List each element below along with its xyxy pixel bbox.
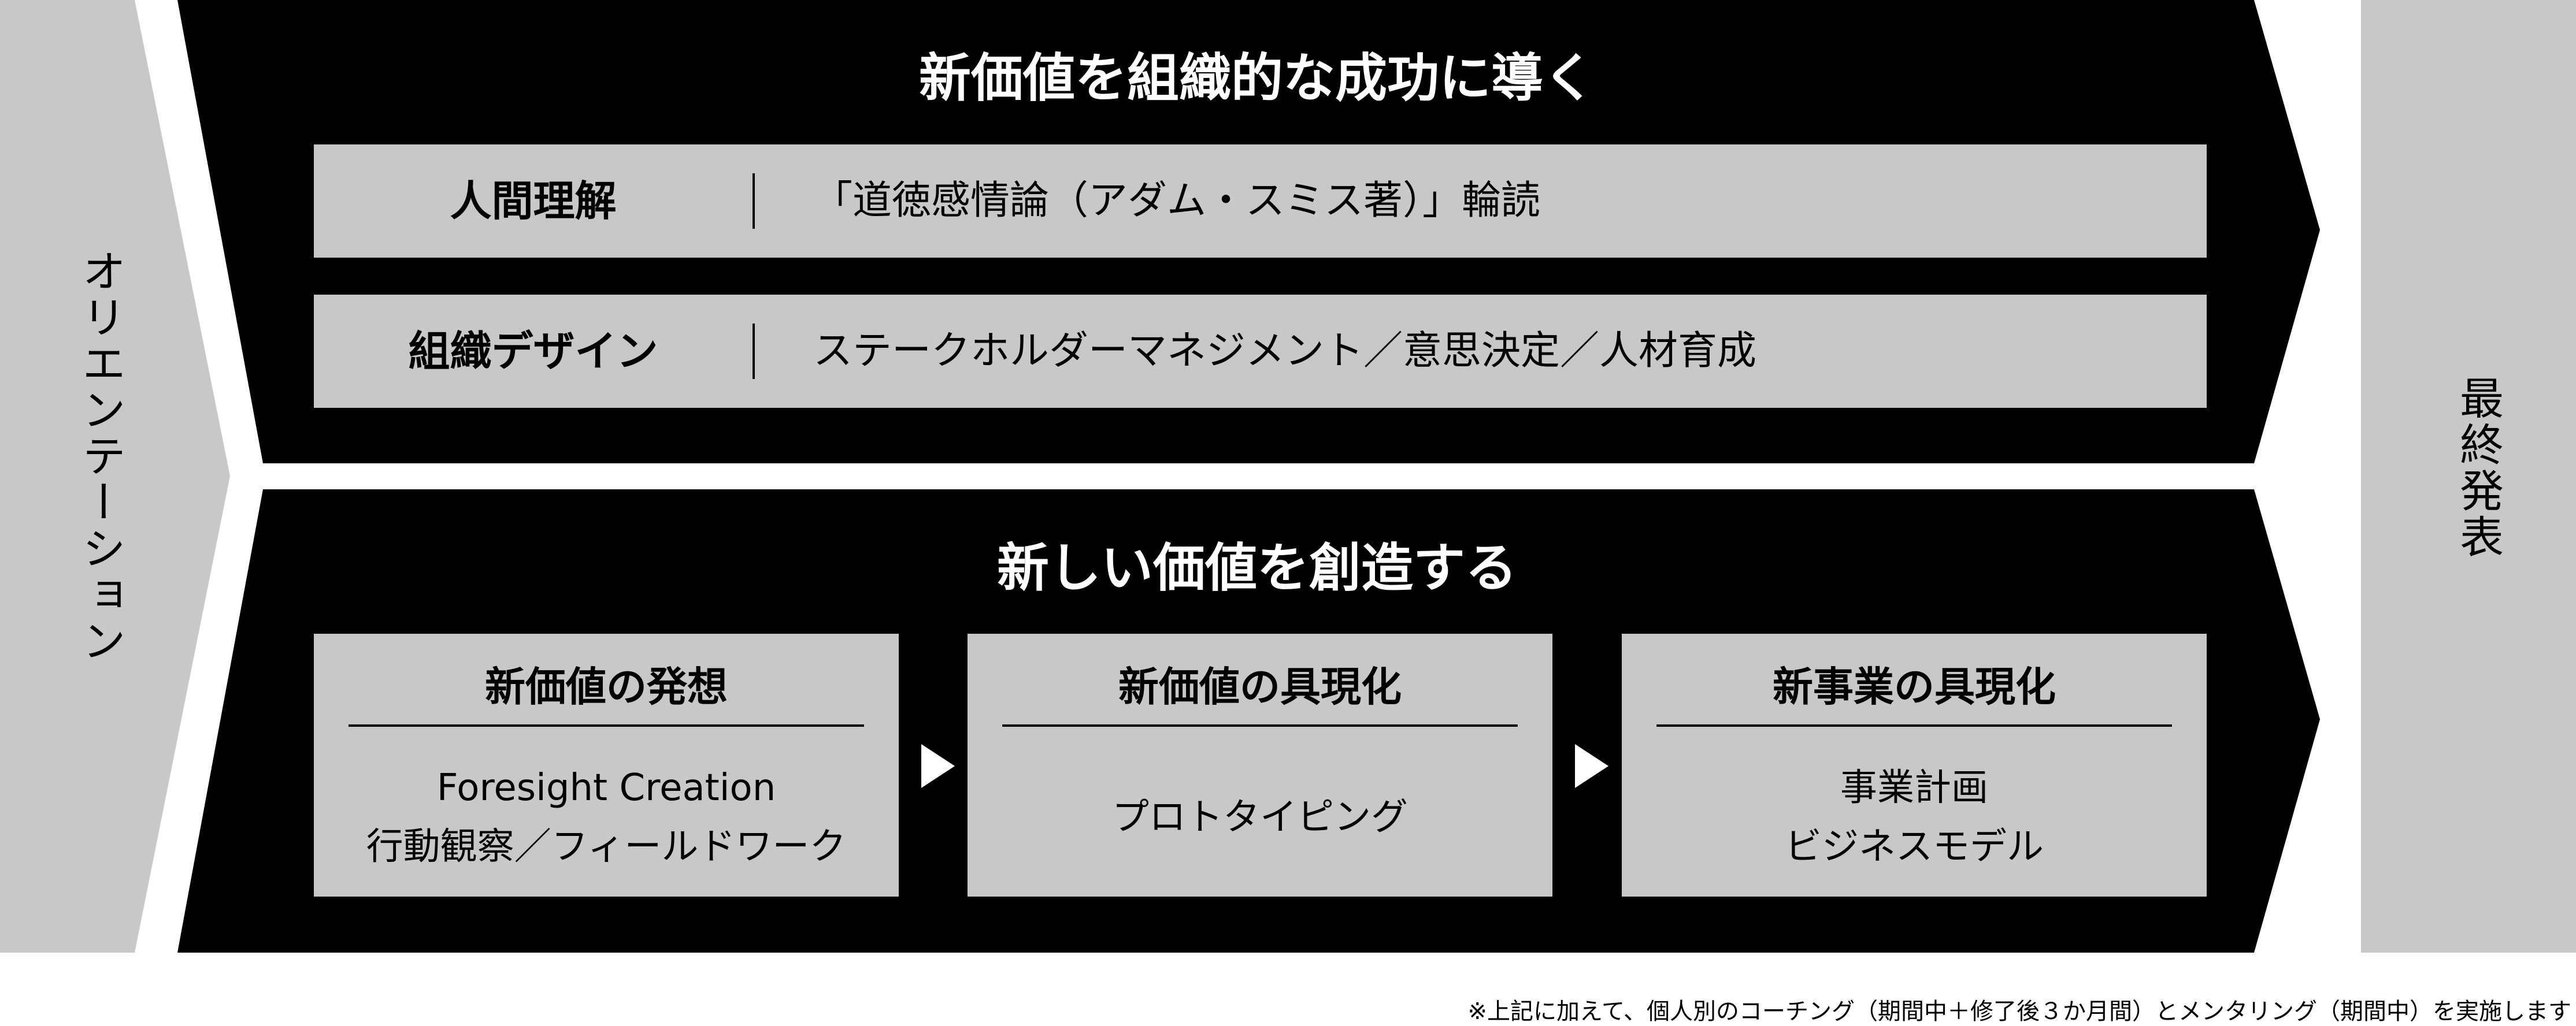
top-row-organization-design: 組織デザイン ステークホルダーマネジメント／意思決定／人材育成 bbox=[314, 295, 2207, 408]
step-title: 新事業の具現化 bbox=[1773, 663, 2056, 711]
final-presentation-label: 最終発表 bbox=[2452, 376, 2504, 560]
arrow-right-icon bbox=[921, 744, 955, 788]
orientation-chevron bbox=[0, 0, 230, 953]
step-line: Foresight Creation bbox=[436, 766, 776, 809]
row-content: 「道徳感情論（アダム・スミス著）」輪読 bbox=[813, 178, 1541, 224]
row-divider bbox=[753, 324, 755, 379]
step-box-ideation: 新価値の発想 Foresight Creation 行動観察／フィールドワーク bbox=[314, 634, 899, 897]
row-label: 人間理解 bbox=[450, 177, 617, 225]
step-title: 新価値の発想 bbox=[485, 663, 728, 711]
arrow-right-icon bbox=[1575, 744, 1608, 788]
step-divider bbox=[1002, 724, 1518, 727]
step-box-prototyping: 新価値の具現化 プロトタイピング bbox=[968, 634, 1552, 897]
step-line: 行動観察／フィールドワーク bbox=[366, 825, 847, 868]
final-presentation-panel bbox=[2361, 0, 2576, 953]
step-line: ビジネスモデル bbox=[1785, 825, 2044, 868]
row-label: 組織デザイン bbox=[408, 327, 658, 376]
step-box-business: 新事業の具現化 事業計画 ビジネスモデル bbox=[1622, 634, 2207, 897]
bottom-section-title: 新しい価値を創造する bbox=[997, 538, 1517, 598]
row-content: ステークホルダーマネジメント／意思決定／人材育成 bbox=[813, 328, 1757, 374]
step-line: プロトタイピング bbox=[1112, 795, 1408, 839]
step-divider bbox=[1656, 724, 2172, 727]
footnote: ※上記に加えて、個人別のコーチング（期間中＋修了後３か月間）とメンタリング（期間… bbox=[1467, 998, 2571, 1025]
step-title: 新価値の具現化 bbox=[1118, 663, 1402, 711]
top-row-human-understanding: 人間理解 「道徳感情論（アダム・スミス著）」輪読 bbox=[314, 144, 2207, 258]
top-section-title: 新価値を組織的な成功に導く bbox=[919, 48, 1595, 109]
orientation-label: オリエンテーション bbox=[75, 248, 126, 664]
step-divider bbox=[349, 724, 864, 727]
row-divider bbox=[753, 173, 755, 229]
step-line: 事業計画 bbox=[1840, 766, 1988, 809]
